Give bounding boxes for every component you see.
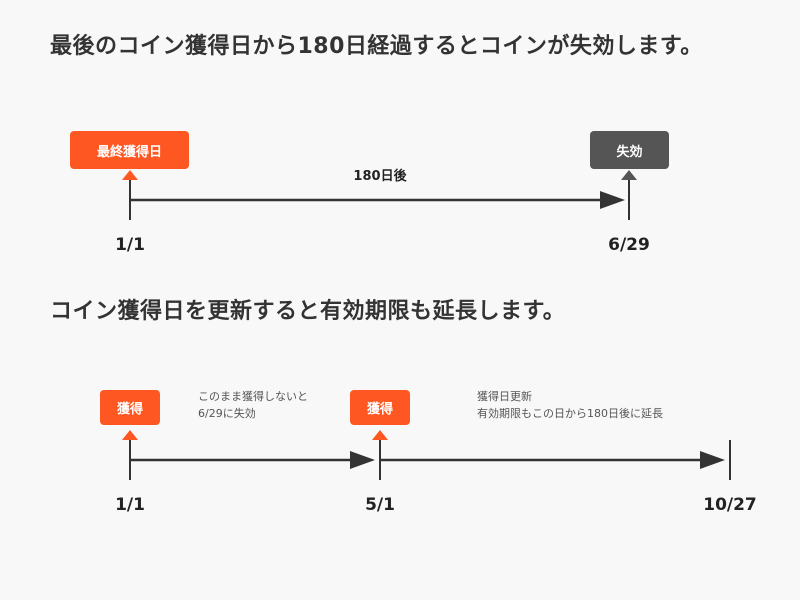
timeline-2 bbox=[122, 430, 731, 480]
note-1-line-2: 6/29に失効 bbox=[198, 407, 256, 420]
timeline-1-arrowhead bbox=[600, 191, 625, 209]
section2-heading: コイン獲得日を更新すると有効期限も延長します。 bbox=[50, 299, 566, 324]
section1-heading: 最後のコイン獲得日から180日経過するとコインが失効します。 bbox=[50, 34, 703, 59]
marker-2-triangle bbox=[372, 430, 388, 440]
timeline-1-start-date: 1/1 bbox=[115, 235, 145, 255]
timeline-1 bbox=[122, 170, 637, 220]
end-marker-triangle bbox=[621, 170, 637, 180]
note-2-line-1: 獲得日更新 bbox=[477, 390, 532, 403]
span-label: 180日後 bbox=[353, 169, 407, 184]
timeline-2-arrowhead-2 bbox=[700, 451, 725, 469]
note-2-line-2: 有効期限もこの日から180日後に延長 bbox=[477, 407, 663, 420]
marker-1-triangle bbox=[122, 430, 138, 440]
acquired-badge-1: 獲得 bbox=[100, 390, 160, 425]
note-1-line-1: このまま獲得しないと bbox=[198, 390, 308, 403]
timeline-2-arrowhead-1 bbox=[350, 451, 375, 469]
expired-badge: 失効 bbox=[590, 131, 669, 169]
acquired-badge-2: 獲得 bbox=[350, 390, 410, 425]
start-marker-triangle bbox=[122, 170, 138, 180]
last-acquired-badge: 最終獲得日 bbox=[70, 131, 189, 169]
timeline-2-date-2: 5/1 bbox=[365, 495, 395, 515]
note-2: 獲得日更新 有効期限もこの日から180日後に延長 bbox=[477, 388, 663, 422]
timeline-2-date-1: 1/1 bbox=[115, 495, 145, 515]
note-1: このまま獲得しないと 6/29に失効 bbox=[198, 388, 308, 422]
timeline-2-date-3: 10/27 bbox=[703, 495, 757, 515]
timeline-1-end-date: 6/29 bbox=[608, 235, 650, 255]
